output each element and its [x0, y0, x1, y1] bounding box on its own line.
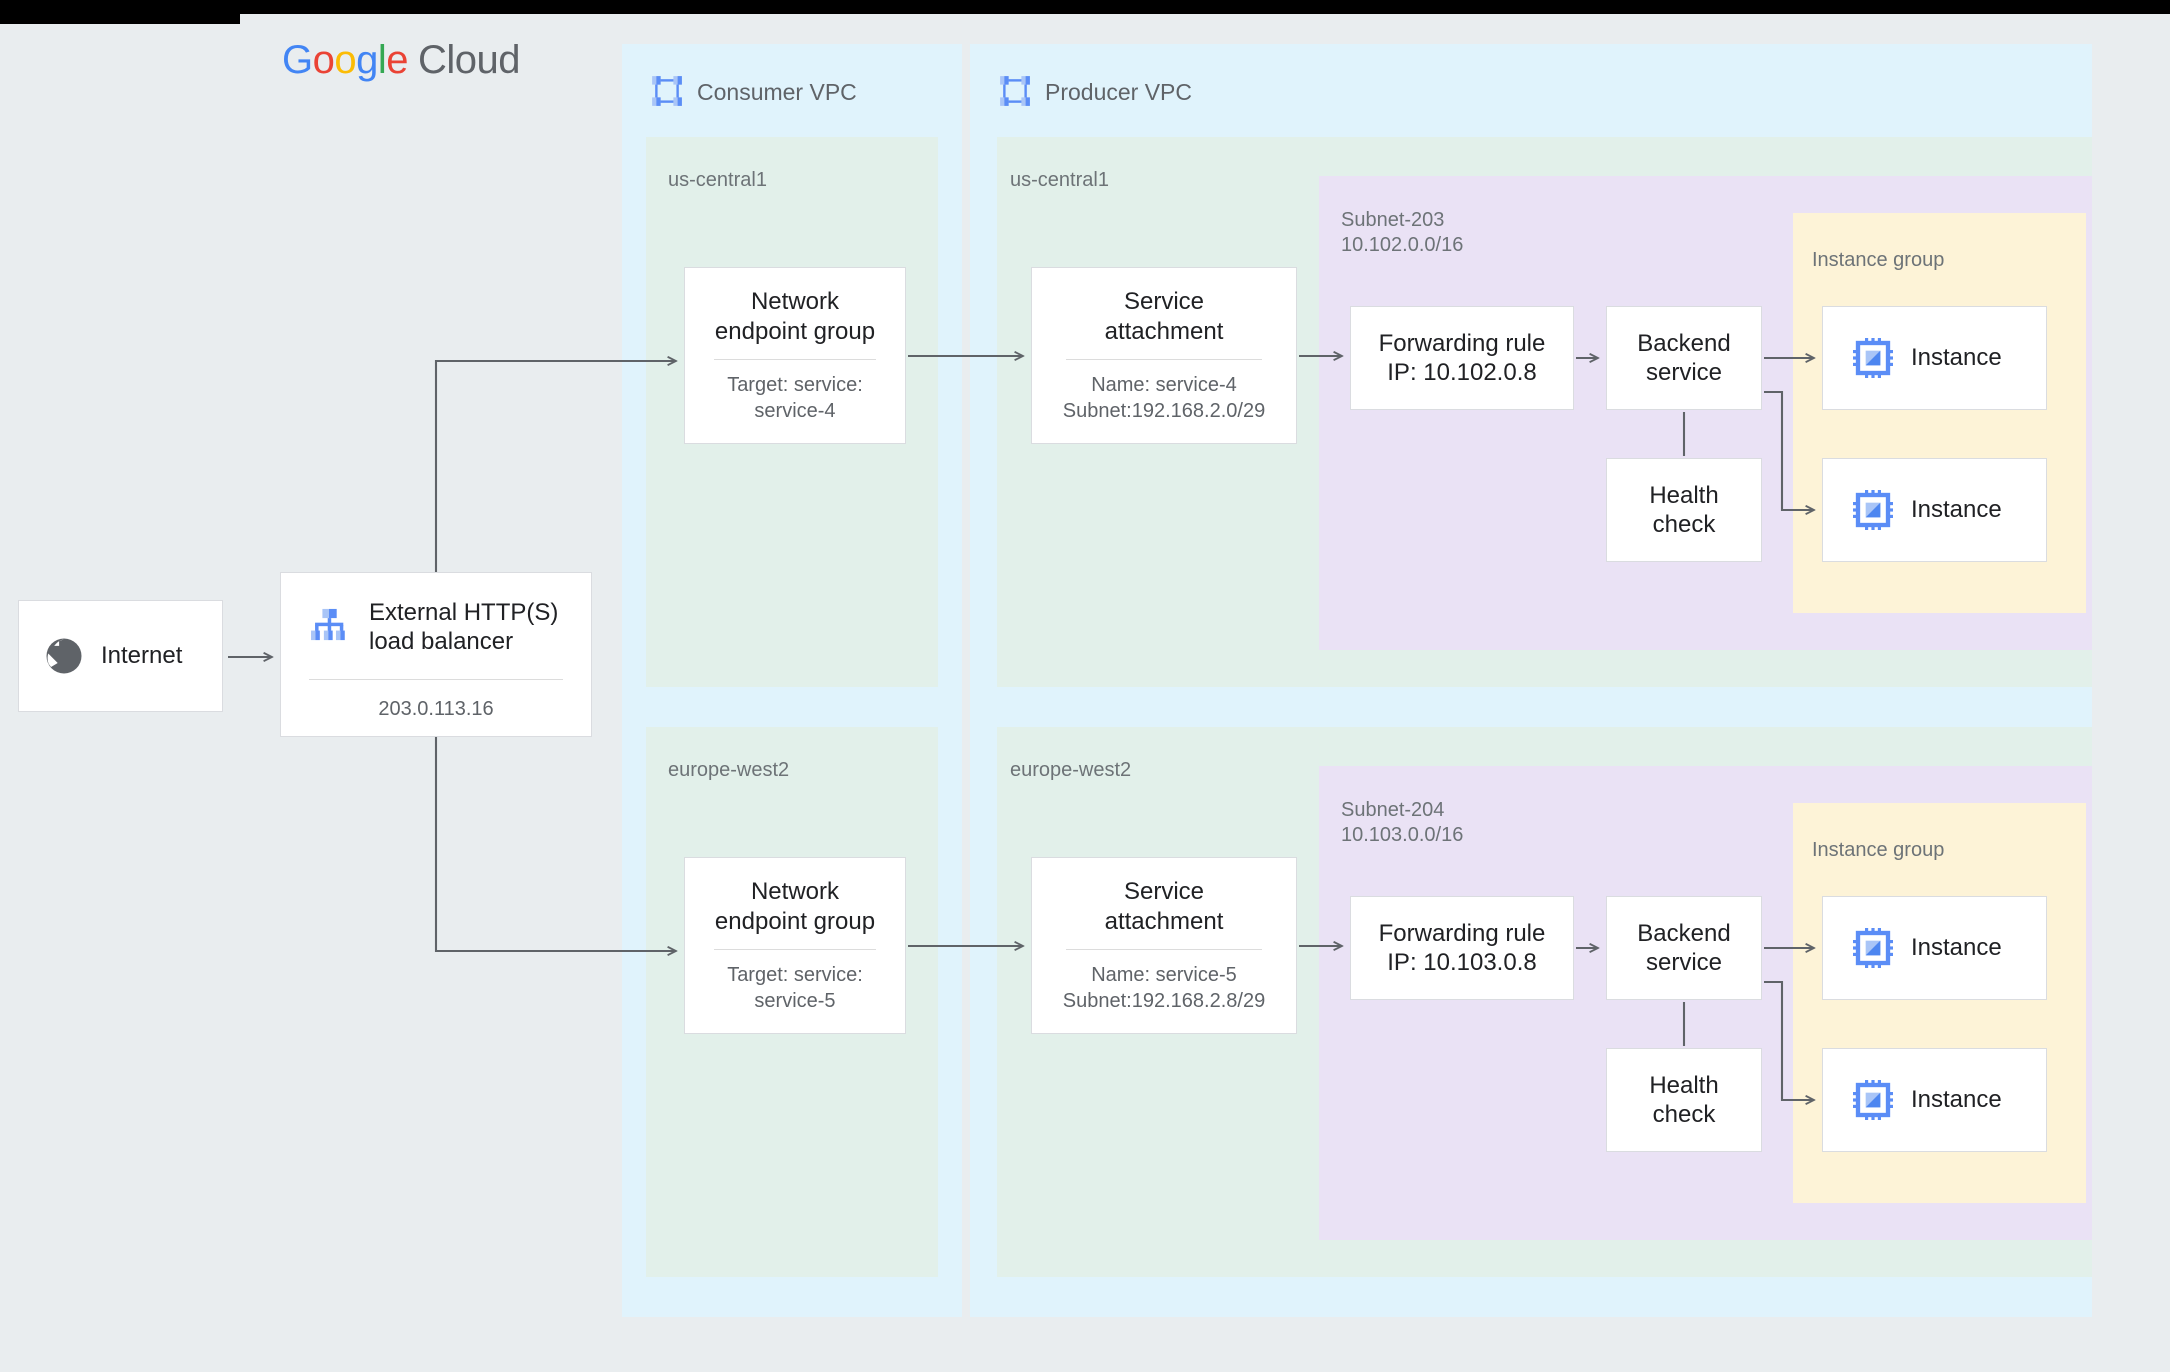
vpc-icon — [652, 76, 682, 106]
service-attachment-europe-west2[interactable]: Service attachment Name: service-5 Subne… — [1031, 857, 1297, 1034]
forwarding-rule-us-central1[interactable]: Forwarding rule IP: 10.102.0.8 — [1350, 306, 1574, 410]
load-balancer-icon — [311, 608, 345, 640]
lb-header: External HTTP(S) load balancer — [307, 599, 565, 657]
service-attachment-divider-europe-west2 — [1066, 948, 1262, 950]
producer-vpc-title: Producer VPC — [1045, 79, 1193, 105]
logo-letter-e: e — [386, 38, 409, 82]
cpu-chip-icon — [1853, 1080, 1893, 1120]
consumer-region-europe-west2-label: europe-west2 — [668, 759, 790, 781]
subnet-203-label: Subnet-203 10.102.0.0/16 — [1341, 209, 1464, 256]
health-check-europe-west2[interactable]: Health check — [1606, 1048, 1762, 1152]
instance-label-europe-west2-2: Instance — [1911, 1086, 2002, 1113]
cpu-chip-icon — [1853, 338, 1893, 378]
health-check-text-us-central1: Health check — [1649, 481, 1719, 538]
producer-region-europe-west2-label: europe-west2 — [1010, 759, 1132, 781]
lb-divider — [309, 678, 563, 680]
logo-letter-o2: o — [334, 38, 357, 82]
service-attachment-title-europe-west2: Service attachment — [1104, 878, 1224, 935]
consumer-vpc-title: Consumer VPC — [697, 79, 857, 105]
backend-service-us-central1[interactable]: Backend service — [1606, 306, 1762, 410]
internet-card[interactable]: Internet — [18, 600, 223, 712]
vpc-icon — [1000, 76, 1030, 106]
instance-card-europe-west2-2[interactable]: Instance — [1822, 1048, 2047, 1152]
instance-card-us-central1-1[interactable]: Instance — [1822, 306, 2047, 410]
instance-label-us-central1-2: Instance — [1911, 496, 2002, 523]
forwarding-rule-text-us-central1: Forwarding rule IP: 10.102.0.8 — [1378, 329, 1546, 386]
instance-label-europe-west2-1: Instance — [1911, 934, 2002, 961]
backend-service-text-us-central1: Backend service — [1637, 329, 1731, 386]
service-attachment-us-central1[interactable]: Service attachment Name: service-4 Subne… — [1031, 267, 1297, 444]
consumer-region-us-central1-label: us-central1 — [668, 169, 767, 191]
neg-divider-us-central1 — [713, 358, 877, 360]
service-attachment-title-us-central1: Service attachment — [1104, 288, 1224, 345]
service-attachment-sub-europe-west2: Name: service-5 Subnet:192.168.2.8/29 — [1062, 963, 1266, 1012]
instance-group-label-europe-west2: Instance group — [1812, 839, 1945, 861]
health-check-text-europe-west2: Health check — [1649, 1071, 1719, 1128]
instance-group-label-us-central1: Instance group — [1812, 249, 1945, 271]
cpu-chip-icon — [1853, 490, 1893, 530]
neg-title-us-central1: Network endpoint group — [714, 288, 876, 345]
globe-icon — [46, 638, 82, 674]
logo-word-cloud: Cloud — [418, 38, 521, 82]
top-black-bar — [0, 0, 2170, 14]
service-attachment-sub-us-central1: Name: service-4 Subnet:192.168.2.0/29 — [1062, 373, 1266, 422]
neg-sub-us-central1: Target: service: service-4 — [727, 373, 863, 422]
backend-service-text-europe-west2: Backend service — [1637, 919, 1731, 976]
neg-divider-europe-west2 — [713, 948, 877, 950]
instance-card-us-central1-2[interactable]: Instance — [1822, 458, 2047, 562]
external-http-load-balancer-card[interactable]: External HTTP(S) load balancer 203.0.113… — [280, 572, 592, 737]
instance-card-europe-west2-1[interactable]: Instance — [1822, 896, 2047, 1000]
logo-letter-l: l — [377, 38, 387, 82]
producer-region-us-central1-label: us-central1 — [1010, 169, 1109, 191]
cpu-chip-icon — [1853, 928, 1893, 968]
neg-sub-europe-west2: Target: service: service-5 — [727, 963, 863, 1012]
forwarding-rule-europe-west2[interactable]: Forwarding rule IP: 10.103.0.8 — [1350, 896, 1574, 1000]
forwarding-rule-text-europe-west2: Forwarding rule IP: 10.103.0.8 — [1378, 919, 1546, 976]
service-attachment-divider-us-central1 — [1066, 358, 1262, 360]
lb-title: External HTTP(S) load balancer — [369, 599, 559, 655]
logo-letter-g: G — [282, 38, 313, 82]
health-check-us-central1[interactable]: Health check — [1606, 458, 1762, 562]
network-endpoint-group-us-central1[interactable]: Network endpoint group Target: service: … — [684, 267, 906, 444]
top-black-bar-notch — [0, 14, 240, 24]
network-endpoint-group-europe-west2[interactable]: Network endpoint group Target: service: … — [684, 857, 906, 1034]
instance-label-us-central1-1: Instance — [1911, 344, 2002, 371]
internet-label: Internet — [101, 642, 183, 669]
backend-service-europe-west2[interactable]: Backend service — [1606, 896, 1762, 1000]
subnet-204-label: Subnet-204 10.103.0.0/16 — [1341, 799, 1464, 846]
logo-letter-g2: g — [356, 38, 378, 82]
neg-title-europe-west2: Network endpoint group — [714, 878, 876, 935]
lb-ip-address: 203.0.113.16 — [378, 697, 494, 720]
logo-letter-o1: o — [312, 38, 335, 82]
